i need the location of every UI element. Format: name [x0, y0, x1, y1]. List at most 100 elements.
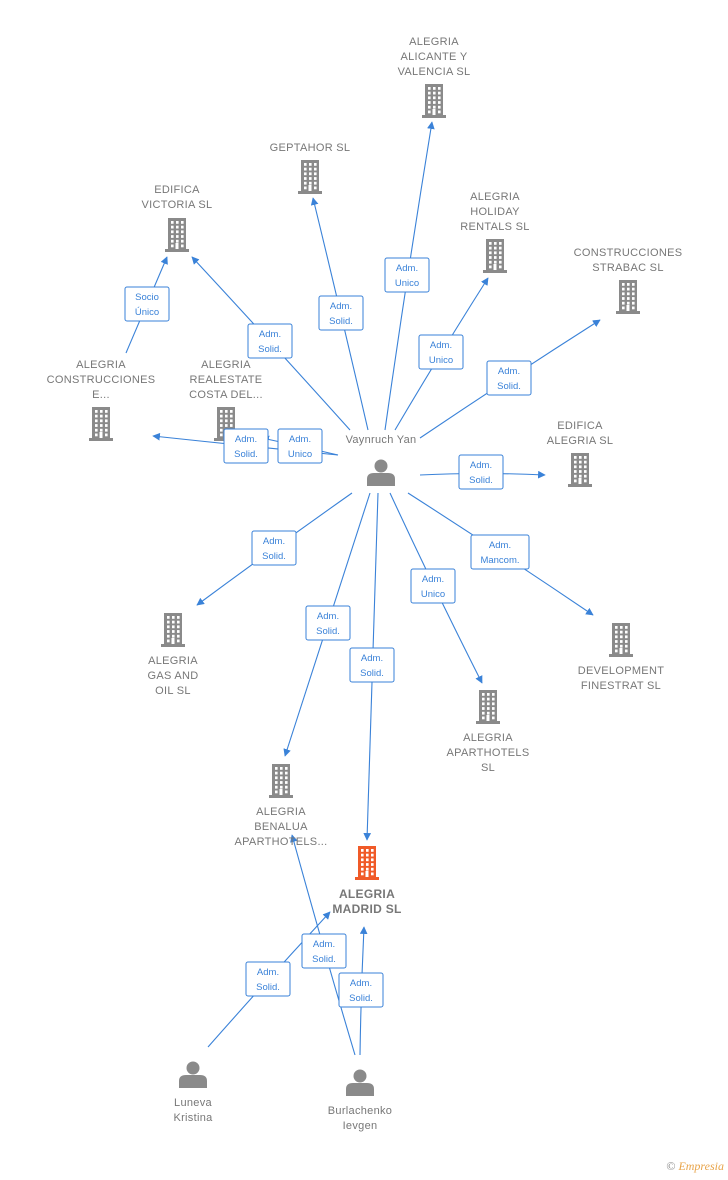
person-icon — [346, 1069, 374, 1096]
edge-label-box — [223, 428, 269, 464]
copyright-symbol: © — [666, 1159, 676, 1173]
edge-label: Adm. Solid. — [251, 530, 297, 566]
edge-label-box — [349, 647, 395, 683]
edge-label-box — [470, 534, 530, 570]
node-label: Ievgen — [343, 1120, 378, 1132]
node-vaynruch[interactable]: Vaynruch Yan — [346, 434, 417, 486]
footer-brand: © Empresia — [666, 1159, 724, 1174]
node-label: DEVELOPMENT — [578, 665, 664, 677]
node-label: GEPTAHOR SL — [270, 142, 351, 154]
building-icon — [422, 84, 446, 118]
node-label: E... — [92, 389, 110, 401]
building-icon — [568, 453, 592, 487]
node-label: ALEGRIA — [76, 359, 126, 371]
edge-label-text: Unico — [421, 589, 445, 600]
edge-label-box — [410, 568, 456, 604]
edge-label-text: Adm. — [430, 340, 452, 351]
node-label: ALEGRIA — [201, 359, 251, 371]
node-label: OIL SL — [155, 685, 191, 697]
node-label: ALEGRIA — [409, 36, 459, 48]
edge-label-box — [124, 286, 170, 322]
edge-label-box — [384, 257, 430, 293]
edge-label-text: Solid. — [312, 954, 336, 965]
edge-label-text: Adm. — [361, 653, 383, 664]
edge-label-text: Adm. — [257, 967, 279, 978]
building-icon — [298, 160, 322, 194]
node-label: ALEGRIA — [470, 191, 520, 203]
node-label: APARTHOTELS... — [234, 836, 327, 848]
edge-label-text: Adm. — [330, 301, 352, 312]
node-label: REALESTATE — [190, 374, 263, 386]
edge-label-text: Solid. — [329, 316, 353, 327]
edge-label-text: Socio — [135, 292, 159, 303]
node-geptahor[interactable]: GEPTAHOR SL — [270, 142, 351, 194]
node-label: Burlachenko — [328, 1105, 392, 1117]
node-label: FINESTRAT SL — [581, 680, 661, 692]
edge-label-text: Solid. — [256, 982, 280, 993]
building-icon — [89, 407, 113, 441]
edge-label-text: Solid. — [234, 449, 258, 460]
edge-labels-layer: Adm.UnicoAdm.Solid.Adm.Solid.Adm.UnicoAd… — [124, 257, 532, 1008]
node-construcciones[interactable]: ALEGRIA CONSTRUCCIONES E... — [47, 359, 156, 441]
edge-label: Adm.Solid. — [338, 972, 384, 1008]
node-label: HOLIDAY — [470, 206, 520, 218]
node-label: APARTHOTELS — [447, 747, 530, 759]
edge-label-text: Adm. — [313, 939, 335, 950]
building-icon — [476, 690, 500, 724]
edge-label: Adm.Solid. — [247, 323, 293, 359]
node-holiday[interactable]: ALEGRIA HOLIDAY RENTALS SL — [460, 191, 529, 273]
edge-label-text: Adm. — [350, 978, 372, 989]
person-icon — [179, 1061, 207, 1088]
edge-label-text: Solid. — [360, 668, 384, 679]
edge-label-text: Mancom. — [480, 555, 519, 566]
edge-label-text: Solid. — [262, 551, 286, 562]
node-label: ALICANTE Y — [401, 51, 468, 63]
edge-label-box — [251, 530, 297, 566]
node-label: VICTORIA SL — [142, 199, 213, 211]
node-label: VALENCIA SL — [398, 66, 471, 78]
edge-label: Adm.Solid. — [486, 360, 532, 396]
edge-label-box — [247, 323, 293, 359]
edge-label-box — [301, 933, 347, 969]
brand-name: Empresia — [678, 1159, 724, 1173]
building-icon — [483, 239, 507, 273]
edge-label: Adm.Unico — [418, 334, 464, 370]
node-label: Kristina — [173, 1112, 213, 1124]
edge-label-box — [318, 295, 364, 331]
node-benalua[interactable]: ALEGRIA BENALUA APARTHOTELS... — [234, 764, 327, 848]
edge-label-text: Adm. — [259, 329, 281, 340]
edge-label-box — [458, 454, 504, 490]
node-label: EDIFICA — [557, 420, 603, 432]
node-label: COSTA DEL... — [189, 389, 263, 401]
edge-label-text: Adm. — [263, 536, 285, 547]
node-alicante[interactable]: ALEGRIA ALICANTE Y VALENCIA SL — [398, 36, 471, 118]
edge-label: Adm. Solid. — [301, 933, 347, 969]
edge-label-box — [277, 428, 323, 464]
node-label: STRABAC SL — [592, 262, 663, 274]
edge-label: Adm. Solid. — [318, 295, 364, 331]
edge-label: Adm. Solid. — [349, 647, 395, 683]
building-icon — [269, 764, 293, 798]
node-label: MADRID SL — [332, 902, 401, 916]
node-finestrat[interactable]: DEVELOPMENT FINESTRAT SL — [578, 623, 664, 692]
node-label: ALEGRIA — [256, 806, 306, 818]
edge-label: Adm.Unico — [277, 428, 323, 464]
edge-label: Adm. Solid. — [245, 961, 291, 997]
node-label: RENTALS SL — [460, 221, 529, 233]
node-label: CONSTRUCCIONES — [47, 374, 156, 386]
edge-label-text: Adm. — [396, 263, 418, 274]
edge-label-text: Adm. — [489, 540, 511, 551]
node-label: BENALUA — [254, 821, 308, 833]
edge-label-text: Adm. — [289, 434, 311, 445]
